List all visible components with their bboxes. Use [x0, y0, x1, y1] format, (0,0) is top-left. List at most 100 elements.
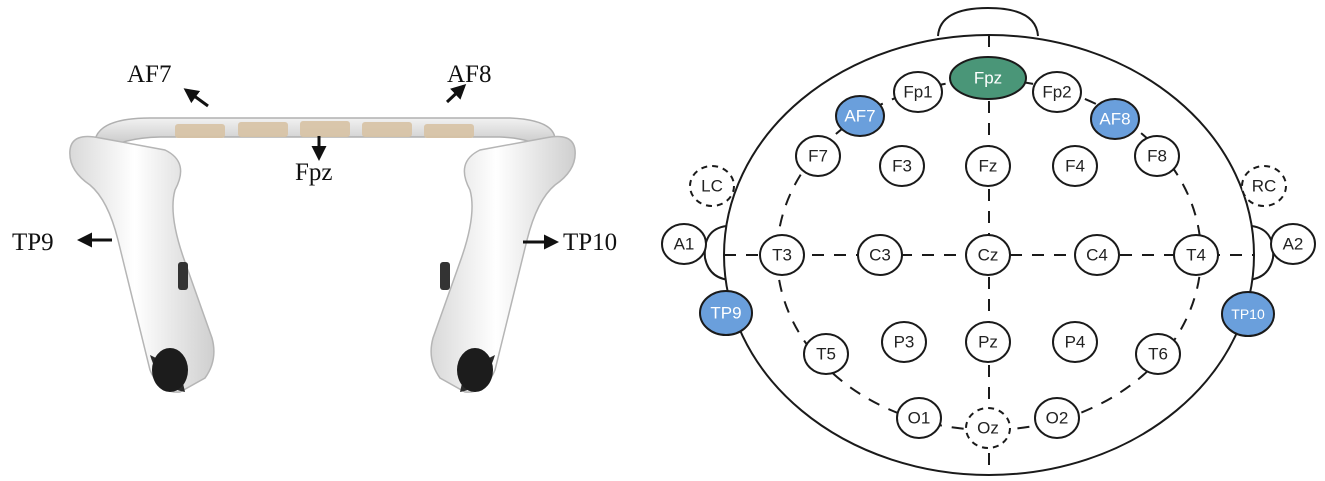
label-tp10: TP10 — [563, 229, 617, 256]
electrode-t6: T6 — [1135, 333, 1181, 375]
usb-port — [178, 262, 188, 290]
left-earpiece-tip — [152, 348, 188, 392]
electrode-fp2: Fp2 — [1032, 71, 1082, 113]
electrode-p3-label: P3 — [894, 333, 915, 352]
electrode-f7-label: F7 — [808, 147, 828, 166]
electrode-fz-marker — [965, 145, 1011, 187]
label-af7: AF7 — [127, 61, 171, 88]
headband-illustration: AF7 AF8 Fpz TP9 TP10 — [12, 61, 617, 393]
sensor-pads — [175, 121, 474, 138]
electrode-af7-marker — [835, 95, 885, 137]
electrode-pz-label: Pz — [978, 333, 998, 352]
electrode-rc-label: RC — [1252, 177, 1277, 196]
electrode-af8-label: AF8 — [1099, 110, 1130, 129]
right-ear — [1237, 224, 1275, 282]
electrode-t4-marker — [1173, 234, 1219, 276]
electrode-t5-label: T5 — [816, 345, 836, 364]
electrode-f8-marker — [1134, 135, 1180, 177]
electrode-p3: P3 — [881, 321, 927, 363]
electrode-t3-marker — [759, 234, 805, 276]
label-af8: AF8 — [447, 61, 491, 88]
electrode-pz-marker — [965, 321, 1011, 363]
headband-right-arm — [430, 135, 576, 393]
electrode-fp2-marker — [1032, 71, 1082, 113]
electrode-lc-marker — [689, 165, 735, 207]
electrode-c4-label: C4 — [1086, 246, 1108, 265]
electrode-f3-marker — [879, 145, 925, 187]
electrode-f8-label: F8 — [1147, 147, 1167, 166]
electrode-t4-label: T4 — [1186, 246, 1206, 265]
electrode-oz-marker — [965, 407, 1011, 449]
arrow-af8 — [445, 83, 467, 104]
electrode-f4: F4 — [1052, 145, 1098, 187]
electrode-rc-marker — [1241, 165, 1287, 207]
electrode-tp9-marker — [699, 290, 753, 336]
electrode-a1-label: A1 — [674, 235, 695, 254]
electrode-t5-marker — [803, 333, 849, 375]
electrode-fpz: Fpz — [949, 56, 1027, 100]
electrode-fz: Fz — [965, 145, 1011, 187]
electrode-fp1: Fp1 — [893, 71, 943, 113]
electrode-fp2-label: Fp2 — [1042, 83, 1071, 102]
electrode-o2: O2 — [1034, 397, 1080, 439]
electrode-c4-marker — [1074, 234, 1120, 276]
electrode-o2-label: O2 — [1046, 409, 1069, 428]
electrode-c3-label: C3 — [869, 246, 891, 265]
electrode-c3: C3 — [857, 234, 903, 276]
electrode-f3: F3 — [879, 145, 925, 187]
electrode-af8-marker — [1090, 98, 1140, 140]
electrode-f3-label: F3 — [892, 157, 912, 176]
electrode-lc-label: LC — [701, 177, 723, 196]
label-fpz: Fpz — [295, 159, 333, 186]
electrode-fpz-marker — [949, 56, 1027, 100]
electrode-a1-marker — [661, 223, 707, 265]
electrode-fp1-label: Fp1 — [903, 83, 932, 102]
electrode-cz-marker — [965, 234, 1011, 276]
electrode-o1: O1 — [896, 397, 942, 439]
electrode-c4: C4 — [1074, 234, 1120, 276]
electrode-a2-marker — [1270, 223, 1316, 265]
electrode-af8: AF8 — [1090, 98, 1140, 140]
electrode-a2-label: A2 — [1283, 235, 1304, 254]
electrode-fpz-label: Fpz — [974, 69, 1002, 88]
electrode-tp10: TP10 — [1221, 291, 1275, 337]
electrode-p4-marker — [1052, 321, 1098, 363]
electrode-oz-label: Oz — [977, 419, 999, 438]
electrode-pz: Pz — [965, 321, 1011, 363]
electrode-cz-label: Cz — [978, 246, 999, 265]
electrode-lc: LC — [689, 165, 735, 207]
electrode-a1: A1 — [661, 223, 707, 265]
electrode-af7-label: AF7 — [844, 107, 875, 126]
electrode-a2: A2 — [1270, 223, 1316, 265]
left-ear — [703, 224, 741, 282]
electrode-c3-marker — [857, 234, 903, 276]
electrode-p4-label: P4 — [1065, 333, 1086, 352]
electrode-p4: P4 — [1052, 321, 1098, 363]
power-button — [440, 262, 450, 290]
arrow-af7 — [183, 88, 209, 108]
electrode-t4: T4 — [1173, 234, 1219, 276]
electrode-fp1-marker — [893, 71, 943, 113]
electrode-tp10-label: TP10 — [1231, 306, 1265, 322]
electrode-t6-marker — [1135, 333, 1181, 375]
electrode-o1-label: O1 — [908, 409, 931, 428]
label-tp9: TP9 — [12, 229, 54, 256]
electrode-rc: RC — [1241, 165, 1287, 207]
electrode-t6-label: T6 — [1148, 345, 1168, 364]
electrode-f7: F7 — [795, 135, 841, 177]
electrode-tp9-label: TP9 — [710, 304, 741, 323]
electrode-o2-marker — [1034, 397, 1080, 439]
electrode-t3: T3 — [759, 234, 805, 276]
electrode-af7: AF7 — [835, 95, 885, 137]
electrode-o1-marker — [896, 397, 942, 439]
electrode-p3-marker — [881, 321, 927, 363]
right-earpiece-tip — [457, 348, 493, 392]
electrode-oz: Oz — [965, 407, 1011, 449]
electrode-t3-label: T3 — [772, 246, 792, 265]
electrode-tp9: TP9 — [699, 290, 753, 336]
electrode-f4-marker — [1052, 145, 1098, 187]
headband-left-arm — [69, 135, 215, 393]
